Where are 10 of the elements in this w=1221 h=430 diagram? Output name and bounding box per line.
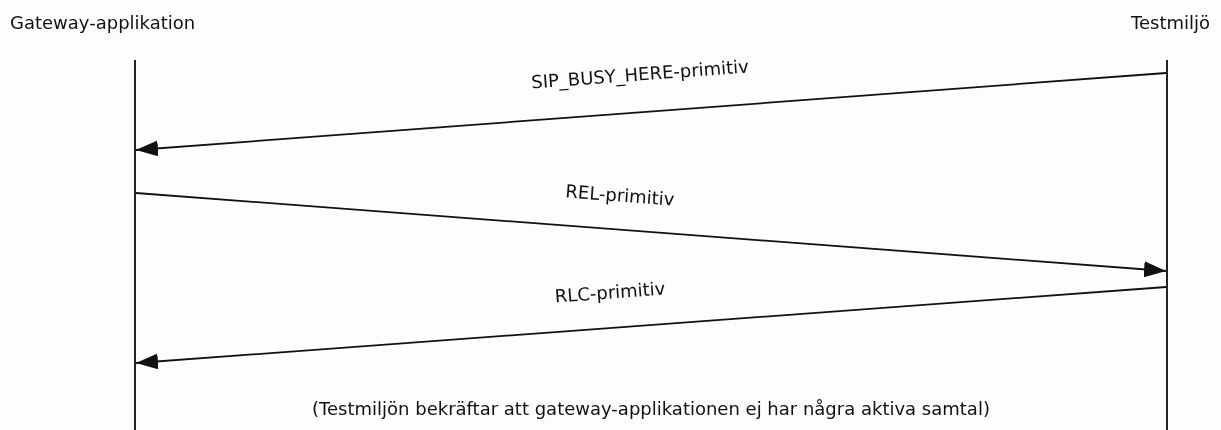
note-text: (Testmiljön bekräftar att gateway-applikationen ej har några aktiva samtal) bbox=[312, 398, 990, 419]
participant-label: Gateway-applikation bbox=[10, 12, 196, 33]
message-arrow bbox=[135, 286, 1167, 370]
lifeline bbox=[1166, 60, 1168, 430]
lifeline bbox=[134, 60, 136, 430]
message-label: REL-primitiv bbox=[564, 180, 676, 210]
participant-label: Testmiljö bbox=[1131, 12, 1210, 33]
message-arrow bbox=[135, 192, 1167, 278]
message-label: RLC-primitiv bbox=[554, 277, 666, 307]
message-arrow bbox=[135, 72, 1167, 157]
